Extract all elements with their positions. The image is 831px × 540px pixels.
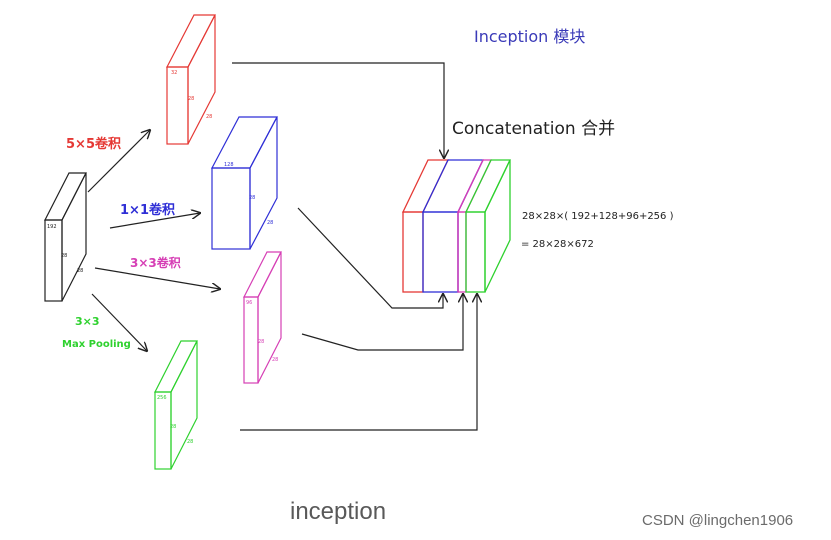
input-h-label: 28: [61, 253, 67, 259]
green-depth-label: 256: [157, 395, 167, 401]
red-h-label: 28: [188, 96, 194, 102]
blue-depth-label: 128: [224, 162, 234, 168]
arrow-to-conv5: [87, 130, 150, 193]
pink-w-label: 28: [272, 357, 278, 363]
pink-block: [243, 251, 282, 384]
watermark: CSDN @lingchen1906: [642, 512, 794, 529]
red-block: [166, 14, 216, 145]
green-block: [154, 340, 198, 470]
formula-line-1: 28×28×( 192+128+96+256 ): [522, 211, 674, 222]
red-depth-label: 32: [171, 70, 177, 76]
label-pool-size: 3×3: [75, 315, 100, 328]
blue-block: [211, 116, 278, 250]
connector-red: [232, 62, 444, 158]
arrow-to-conv1: [109, 213, 200, 229]
green-w-label: 28: [187, 439, 193, 445]
label-conv5: 5×5卷积: [66, 136, 121, 152]
blue-w-label: 28: [267, 220, 273, 226]
connector-pink: [301, 294, 463, 351]
formula-line-2: = 28×28×672: [521, 239, 594, 250]
pink-depth-label: 96: [246, 300, 252, 306]
input-depth-label: 192: [47, 224, 57, 230]
blue-h-label: 28: [249, 195, 255, 201]
green-h-label: 28: [170, 424, 176, 430]
concat-label: Concatenation 合并: [452, 119, 615, 139]
connector-blue: [297, 207, 443, 309]
label-conv1: 1×1卷积: [120, 202, 175, 218]
caption: inception: [290, 498, 387, 525]
label-conv3: 3×3卷积: [130, 255, 181, 270]
pink-h-label: 28: [258, 339, 264, 345]
label-max-pooling: Max Pooling: [62, 339, 131, 350]
red-w-label: 28: [206, 114, 212, 120]
arrow-to-conv3: [94, 267, 220, 289]
input-w-label: 28: [77, 268, 83, 274]
input-block: [44, 172, 87, 302]
connector-green: [240, 294, 477, 431]
title: Inception 模块: [474, 27, 585, 46]
concat-block: [401, 159, 512, 293]
arrow-to-pool: [91, 293, 147, 351]
